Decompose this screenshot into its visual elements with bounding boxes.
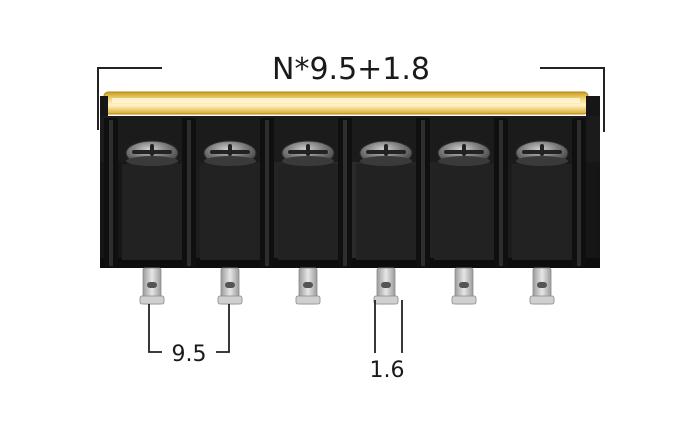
overall-dimension-right-bracket [540,67,605,132]
screw-head-underside [126,156,178,166]
screw-head-underside [516,156,568,166]
barrier-walls [104,118,586,268]
barrier-edge [421,120,425,266]
pin-hole [381,282,391,288]
cover-right-cap [586,96,600,118]
pin-foot [373,295,399,305]
screw-pocket [200,164,260,260]
cover-highlight [112,98,580,103]
barrier-edge [187,120,191,266]
pitch-dimension: 9.5 [148,304,230,367]
pin-width-dimension-label: 1.6 [370,358,405,383]
screw-head-underside [204,156,256,166]
cover-left-cap [100,96,108,116]
screw-pocket [356,164,416,260]
pins [139,267,555,305]
screw-head-underside [282,156,334,166]
barrier-edge [577,120,581,266]
screw-slot-cross [462,144,466,156]
overall-dimension-left-bracket [97,67,162,130]
screw-head-underside [438,156,490,166]
pin-foot [139,295,165,305]
barrier-edge [109,120,113,266]
pitch-dimension-line [148,304,230,353]
screw-slot-cross [228,144,232,156]
screw-slot-cross [150,144,154,156]
screw-pocket [278,164,338,260]
pin-width-dimension: 1.6 [370,300,405,383]
pin-hole [225,282,235,288]
overall-dimension-label: N*9.5+1.8 [272,52,430,87]
pitch-dimension-label: 9.5 [172,342,207,367]
screw-pocket [122,164,182,260]
screw-pocket [512,164,572,260]
screws [122,140,572,260]
barrier-edge [499,120,503,266]
pin-foot [295,295,321,305]
pin-hole [147,282,157,288]
screw-pocket [434,164,494,260]
pin-hole [459,282,469,288]
terminal-cover [100,91,600,118]
pin-hole [303,282,313,288]
pin-foot [451,295,477,305]
screw-slot-cross [306,144,310,156]
barrier-edge [343,120,347,266]
screw-slot-cross [540,144,544,156]
pin-hole [537,282,547,288]
screw-slot-cross [384,144,388,156]
overall-dimension: N*9.5+1.8 [97,52,605,132]
pin-foot [217,295,243,305]
barrier-edge [265,120,269,266]
screw-head-underside [360,156,412,166]
pin-foot [529,295,555,305]
